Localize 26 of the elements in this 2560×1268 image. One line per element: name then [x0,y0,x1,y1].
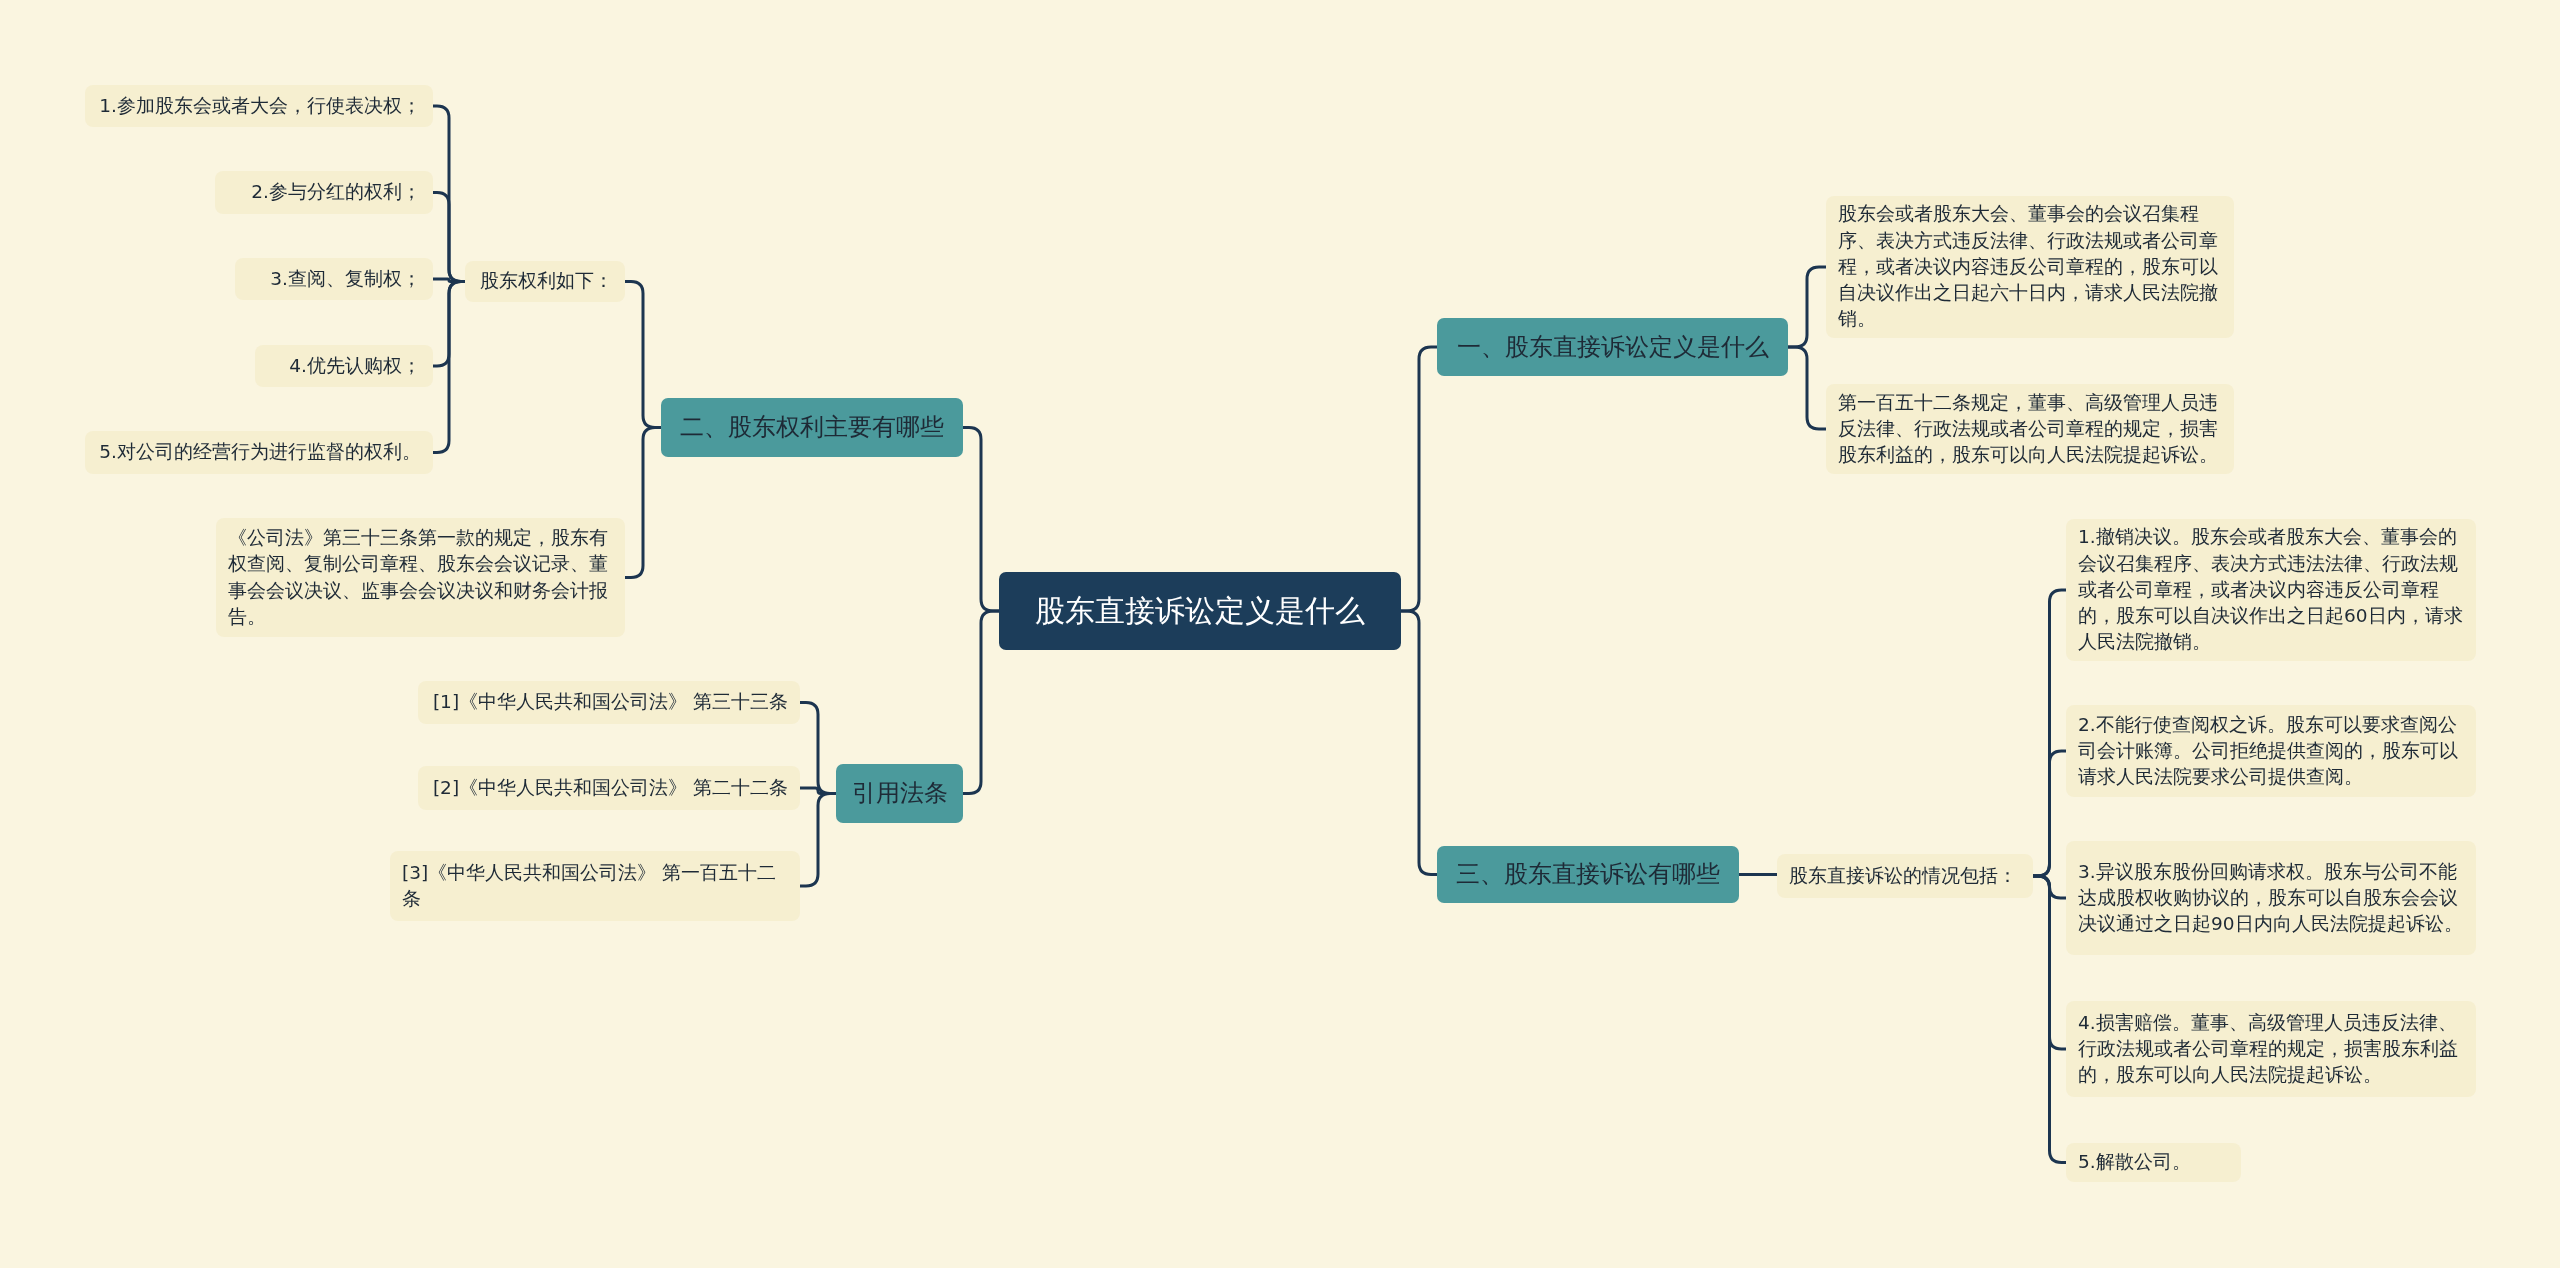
branch-topic: 一、股东直接诉讼定义是什么 [1437,318,1788,376]
branch-topic: 引用法条 [836,764,963,823]
note-box: 3.查阅、复制权； [235,258,433,300]
note-box: 5.对公司的经营行为进行监督的权利。 [85,431,433,474]
note-box: 1.撤销决议。股东会或者股东大会、董事会的会议召集程序、表决方式违法法律、行政法规或者公司章程，或者决议内容违反公司章程的，股东可以自决议作出之日起60日内，请求人民法院撤销。 [2066,519,2476,661]
connector-line [1788,345,1826,431]
note-box: 4.优先认购权； [255,345,433,387]
note-box: 《公司法》第三十三条第一款的规定，股东有权查阅、复制公司章程、股东会会议记录、董事会会议决议、监事会会议决议和财务会计报告。 [216,518,625,637]
note-box: [1]《中华人民共和国公司法》 第三十三条 [418,681,800,724]
connector-line [1739,873,1777,876]
note-box: 4.损害赔偿。董事、高级管理人员违反法律、行政法规或者公司章程的规定，损害股东利益的，股东可以向人民法院提起诉讼。 [2066,1001,2476,1097]
note-box: 1.参加股东会或者大会，行使表决权； [85,85,433,127]
note-box: 股东会或者股东大会、董事会的会议召集程序、表决方式违反法律、行政法规或者公司章程，或者决议内容违反公司章程的，股东可以自决议作出之日起六十日内，请求人民法院撤销。 [1826,196,2234,338]
note-box: 5.解散公司。 [2066,1143,2241,1182]
note-box: 股东直接诉讼的情况包括： [1777,854,2033,898]
branch-topic: 二、股东权利主要有哪些 [661,398,963,457]
note-box: 2.不能行使查阅权之诉。股东可以要求查阅公司会计账簿。公司拒绝提供查阅的，股东可以请求人民法院要求公司提供查阅。 [2066,705,2476,797]
central-topic: 股东直接诉讼定义是什么 [999,572,1401,650]
connector-line [1401,609,1437,876]
note-box: 3.异议股东股份回购请求权。股东与公司不能达成股权收购协议的，股东可以自股东会会议决议通过之日起90日内向人民法院提起诉讼。 [2066,841,2476,955]
branch-topic: 三、股东直接诉讼有哪些 [1437,846,1739,903]
note-box: 2.参与分红的权利； [215,171,433,214]
note-box: [2]《中华人民共和国公司法》 第二十二条 [418,766,800,810]
note-box: 第一百五十二条规定，董事、高级管理人员违反法律、行政法规或者公司章程的规定，损害股东利益的，股东可以向人民法院提起诉讼。 [1826,384,2234,474]
note-box: 股东权利如下： [465,261,625,302]
note-box: [3]《中华人民共和国公司法》 第一百五十二条 [390,851,800,921]
